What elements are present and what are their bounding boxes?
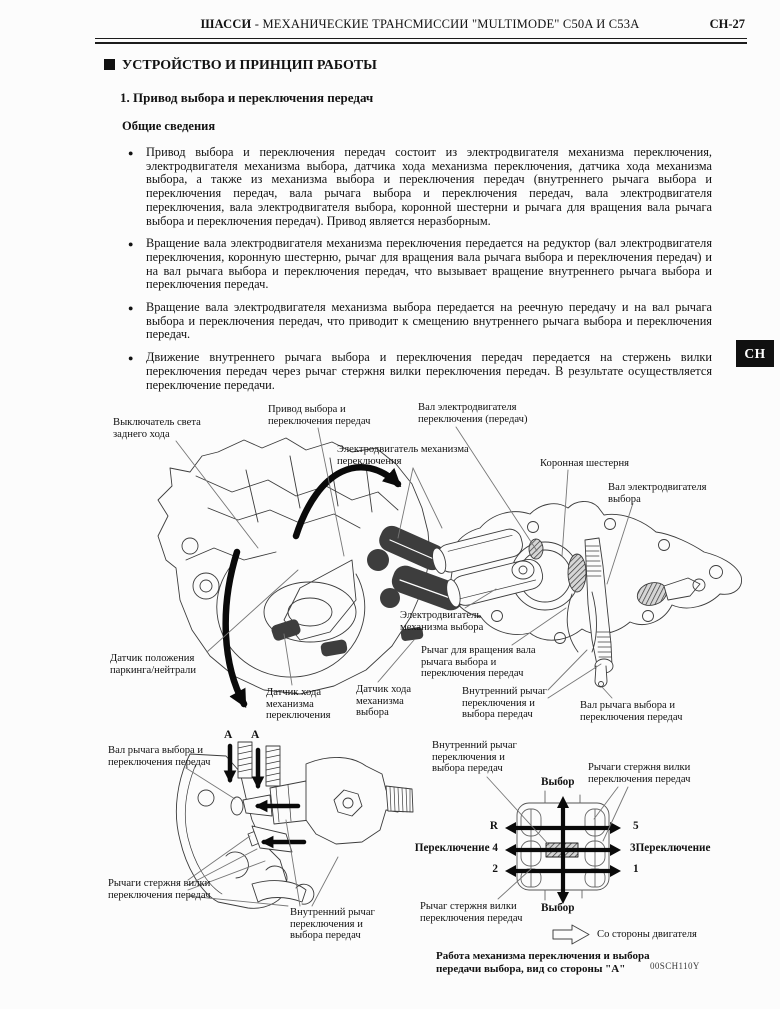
header-title: ШАССИ - МЕХАНИЧЕСКИЕ ТРАНСМИССИИ "MULTIM…	[95, 17, 745, 32]
bullet-dot: ●	[128, 353, 134, 364]
schematic-gear-5: 5	[633, 820, 639, 832]
label-select-motor-shaft: Вал электродвигателя выбора	[608, 482, 707, 505]
leader-lines	[175, 426, 634, 907]
label-drive-assembly: Привод выбора и переключения передач	[268, 404, 371, 427]
view-a-marker: A	[224, 729, 233, 741]
flow-arrows	[222, 464, 402, 708]
section-heading: УСТРОЙСТВО И ПРИНЦИП РАБОТЫ	[104, 58, 377, 74]
label-reverse-light-switch: Выключатель света заднего хода	[113, 417, 201, 440]
figure-caption: Работа механизма переключения и выбора п…	[436, 950, 650, 975]
chapter-side-tab: CH	[736, 340, 774, 367]
subsection-heading: 1. Привод выбора и переключения передач	[120, 90, 373, 106]
label-rotation-lever: Рычаг для вращения вала рычага выбора и …	[421, 645, 536, 680]
header-title-rest: - МЕХАНИЧЕСКИЕ ТРАНСМИССИИ "MULTIMODE" C…	[251, 17, 640, 31]
schematic-select-top: Выбор	[541, 776, 575, 788]
subsection-number: 1.	[120, 90, 130, 105]
subsection-title: Привод выбора и переключения передач	[133, 90, 374, 105]
schematic-shift-right-word: Переключение	[635, 842, 711, 854]
label-shift-motor-shaft: Вал электродвигателя переключения (перед…	[418, 402, 528, 425]
doc-code: 00SCH110Y	[650, 961, 700, 971]
engine-side-arrow-icon	[552, 924, 590, 945]
schematic-select-bottom: Выбор	[541, 902, 575, 914]
schematic-gear-3: 3	[630, 842, 636, 854]
bullet-item: ● Вращение вала электродвигателя механиз…	[128, 236, 712, 292]
label-fork-shaft-levers-schematic: Рычаги стержня вилки переключения переда…	[588, 762, 691, 785]
schematic-gear-2: 2	[492, 863, 498, 875]
bullet-text: Привод выбора и переключения передач сос…	[146, 145, 712, 228]
section-title-text: УСТРОЙСТВО И ПРИНЦИП РАБОТЫ	[122, 58, 377, 73]
label-crown-gear: Коронная шестерня	[540, 458, 629, 469]
general-info-heading: Общие сведения	[122, 119, 216, 133]
schematic-shift-left-word: Переключение	[414, 842, 490, 854]
bullet-text: Движение внутреннего рычага выбора и пер…	[146, 350, 712, 392]
transmission-drawing	[157, 437, 465, 695]
label-control-shaft-detail: Вал рычага выбора и переключения передач	[580, 700, 683, 723]
actuator-drawing	[432, 501, 742, 688]
bullet-dot: ●	[128, 239, 134, 250]
schematic-gear-1: 1	[633, 863, 639, 875]
label-inner-lever-bottom: Внутренний рычаг переключения и выбора п…	[290, 907, 375, 942]
view-a-marker: A	[251, 729, 260, 741]
shaft-detail-drawing	[175, 741, 414, 909]
label-inner-lever-detail: Внутренний рычаг переключения и выбора п…	[462, 686, 547, 721]
label-fork-shaft-levers-bottom: Рычаги стержня вилки переключения переда…	[108, 878, 211, 901]
label-shift-motor: Электродвигатель механизма переключения	[337, 444, 469, 467]
section-square-icon	[104, 59, 115, 70]
label-fork-shaft-lever-single: Рычаг стержня вилки переключения передач	[420, 901, 523, 924]
bullet-item: ● Вращение вала электродвигателя механиз…	[128, 300, 712, 342]
bullet-text: Вращение вала электродвигателя механизма…	[146, 300, 712, 342]
header-chapter: ШАССИ	[200, 17, 252, 31]
label-control-shaft-bottom: Вал рычага выбора и переключения передач	[108, 745, 211, 768]
shift-schematic	[505, 790, 621, 904]
bullet-dot: ●	[128, 303, 134, 314]
bullet-item: ● Движение внутреннего рычага выбора и п…	[128, 350, 712, 392]
schematic-gear-4: 4	[492, 842, 498, 854]
schematic-shift-right: 3Переключение	[630, 842, 740, 855]
schematic-gear-r: R	[489, 820, 498, 832]
bullet-dot: ●	[128, 148, 134, 158]
label-select-stroke-sensor: Датчик хода механизма выбора	[356, 684, 412, 719]
schematic-shift-left: Переключение 4	[400, 842, 498, 855]
bullet-item: ● Привод выбора и переключения передач с…	[128, 145, 712, 228]
page-number: CH-27	[709, 17, 745, 31]
bullet-list: ● Привод выбора и переключения передач с…	[128, 145, 712, 401]
bullet-text: Вращение вала электродвигателя механизма…	[146, 236, 712, 292]
label-select-motor: Электродвигатель механизма выбора	[400, 610, 484, 633]
label-inner-lever-schematic: Внутренний рычаг переключения и выбора п…	[432, 740, 517, 775]
label-parking-neutral-sensor: Датчик положения паркинга/нейтрали	[110, 653, 196, 676]
label-shift-stroke-sensor: Датчик хода механизма переключения	[266, 687, 331, 722]
header-rule	[95, 38, 747, 44]
engine-side-label: Со стороны двигателя	[597, 929, 697, 940]
